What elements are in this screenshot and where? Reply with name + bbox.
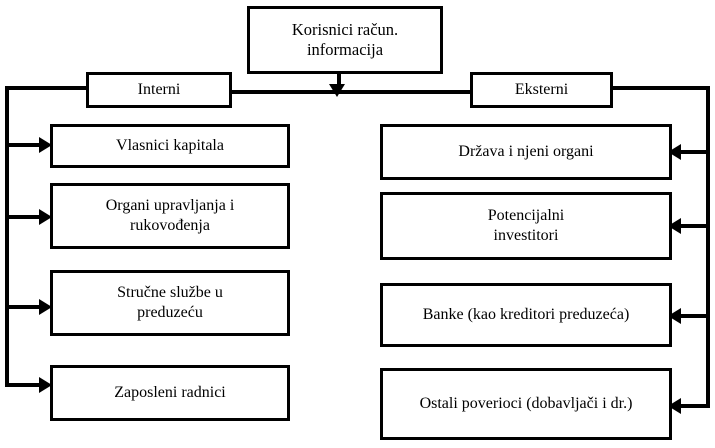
node-external-item-4-label: Ostali poverioci (dobavljači i dr.) [419, 395, 633, 413]
node-internal-item-4-label: Zaposleni radnici [114, 384, 226, 402]
node-external-item-4: Ostali poverioci (dobavljači i dr.) [380, 368, 672, 440]
connector-category-bus [230, 90, 472, 94]
node-external-item-2: Potencijalni investitori [380, 192, 672, 260]
node-external-item-1: Država i njeni organi [380, 124, 672, 180]
node-internal-item-3-label: Stručne službe u preduzeću [117, 284, 223, 321]
connector-internal-branch-1 [5, 143, 45, 147]
connector-external-trunk [706, 86, 710, 408]
connector-internal-stub [5, 86, 89, 90]
connector-external-branch-4 [678, 404, 710, 408]
node-internal-item-1: Vlasnici kapitala [50, 124, 290, 168]
connector-external-branch-3 [678, 314, 710, 318]
connector-external-stub [611, 86, 710, 90]
node-external-item-3: Banke (kao kreditori preduzeća) [380, 283, 672, 347]
node-root-users: Korisnici račun. informacija [247, 6, 443, 74]
node-internal-item-4: Zaposleni radnici [50, 365, 290, 421]
arrow-internal-branch-2-icon [39, 209, 52, 225]
node-internal-item-2: Organi upravljanja i rukovođenja [50, 183, 290, 249]
node-root-label: Korisnici račun. informacija [291, 19, 399, 59]
connector-internal-branch-2 [5, 215, 45, 219]
connector-internal-trunk [5, 86, 9, 387]
node-internal-item-1-label: Vlasnici kapitala [116, 137, 224, 155]
connector-internal-branch-3 [5, 305, 45, 309]
node-category-internal-label: Interni [137, 81, 181, 99]
node-external-item-2-label: Potencijalni investitori [487, 207, 565, 244]
node-external-item-1-label: Država i njeni organi [458, 143, 594, 161]
arrow-internal-branch-3-icon [39, 299, 52, 315]
connector-external-branch-2 [678, 224, 710, 228]
connector-root-to-bus [337, 74, 341, 88]
node-external-item-3-label: Banke (kao kreditori preduzeća) [422, 306, 630, 324]
arrow-internal-branch-4-icon [39, 377, 52, 393]
node-internal-item-3: Stručne službe u preduzeću [50, 270, 290, 336]
arrow-root-to-bus-icon [329, 84, 345, 97]
node-category-external: Eksterni [470, 72, 613, 108]
node-internal-item-2-label: Organi upravljanja i rukovođenja [105, 197, 235, 234]
node-category-internal: Interni [86, 72, 232, 108]
node-category-external-label: Eksterni [514, 81, 569, 99]
connector-external-branch-1 [678, 150, 710, 154]
arrow-internal-branch-1-icon [39, 137, 52, 153]
connector-internal-branch-4 [5, 383, 45, 387]
